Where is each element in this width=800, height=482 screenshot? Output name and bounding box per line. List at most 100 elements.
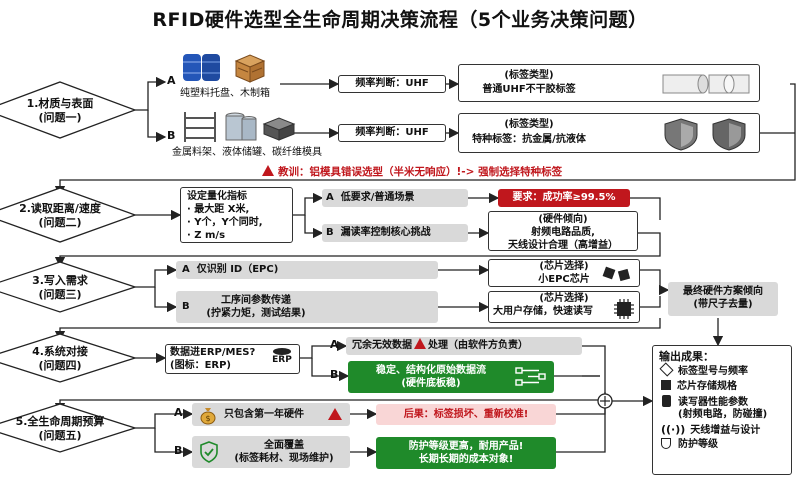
q5-b-result-1: 防护等级更高，耐用产品! <box>408 441 524 452</box>
q5-a-label: 只包含第一年硬件 <box>224 409 304 420</box>
q4-b-label-2: (硬件底板稳) <box>401 378 461 389</box>
q1-b-caption: 金属料架、液体储罐、碳纤维模具 <box>172 147 322 158</box>
carbon-mold-icon <box>262 117 296 141</box>
q2-a-label: 低要求/普通场景 <box>340 192 415 203</box>
q1-a-freq-box: 频率判断：UHF <box>338 75 446 93</box>
q3-a-chip-head: (芯片选择) <box>539 261 589 272</box>
output-title: 输出成果： <box>659 350 714 363</box>
q5-b-result-2: 长期长期的成本对象! <box>418 454 514 465</box>
q1-b-tag-head: (标签类型) <box>504 119 554 130</box>
output-item-label: 读写器性能参数 <box>678 397 748 408</box>
output-item-label: 标签型号与频率 <box>678 366 748 377</box>
warning-icon <box>328 408 342 420</box>
q4-a-box: 冗余无效数据处理（由软件方负责） <box>346 337 582 355</box>
reader-icon <box>662 395 671 407</box>
q2-diamond-title: 2.读取距离/速度 <box>19 202 101 215</box>
q5-a-box: $ 只包含第一年硬件 <box>192 403 350 426</box>
q3-b-label-1: 工序间参数传递 <box>221 295 291 306</box>
q2-a-letter: A <box>326 192 334 203</box>
svg-text:$: $ <box>205 414 210 423</box>
q2-spec-box: 设定量化指标 · 最大距 X米, · Y个，Y个同时, · Z m/s <box>180 187 293 243</box>
q4-b-label-1: 稳定、结构化原始数据流 <box>376 365 486 376</box>
output-item: 芯片存储规格 <box>659 380 785 395</box>
q1-a-tag-value: 普通UHF不干胶标签 <box>482 84 576 95</box>
q1-b-freq-box: 频率判断：UHF <box>338 124 446 142</box>
q3-diamond: 3.写入需求 (问题三) <box>10 274 110 302</box>
q3-final-box: 最终硬件方案倾向 (带尺子去量) <box>668 282 778 316</box>
chip-icon <box>661 380 671 390</box>
q1-diamond: 1.材质与表面 (问题一) <box>10 97 110 125</box>
output-item-label: 防护等级 <box>678 439 718 450</box>
q1-a-caption: 纯塑料托盘、木制箱 <box>180 88 270 99</box>
q4-diamond-sub: (问题四) <box>38 359 82 372</box>
q5-b-result: 防护等级更高，耐用产品! 长期长期的成本对象! <box>376 437 556 469</box>
q3-a-letter: A <box>182 264 190 275</box>
q5-b-label-1: 全面覆盖 <box>264 440 304 451</box>
shield-icon <box>661 438 671 449</box>
q2-diamond: 2.读取距离/速度 (问题二) <box>5 202 115 230</box>
q4-erp-hint: (图标：ERP) <box>170 360 232 371</box>
small-chip-icon <box>602 266 631 282</box>
q1-b-letter: B <box>167 129 176 142</box>
output-box: 输出成果： 标签型号与频率 芯片存储规格 读写器性能参数 (射频电路，防碰撞) … <box>652 345 792 475</box>
q3-a-box: A 仅识别 ID（EPC) <box>176 261 438 279</box>
q4-diamond-title: 4.系统对接 <box>32 345 88 358</box>
q3-a-chip-box: (芯片选择) 小EPC芯片 <box>488 259 640 287</box>
q1-a-letter: A <box>167 74 176 87</box>
q4-a-label-post: 处理（由软件方负责） <box>428 340 528 351</box>
q3-final-title: 最终硬件方案倾向 <box>683 286 763 297</box>
output-item: ((·))天线增益与设计 <box>659 423 785 438</box>
q2-a-box: A 低要求/普通场景 <box>322 189 468 207</box>
q1-lesson-text: 教训：铝模具错误选型（半米无响应）!-> 强制选择特种标签 <box>278 166 563 178</box>
data-flow-icon <box>515 367 546 386</box>
shield-check-icon <box>200 441 218 463</box>
output-item: 防护等级 <box>659 438 785 453</box>
q3-diamond-sub: (问题三) <box>38 288 82 301</box>
q5-diamond-sub: (问题五) <box>38 429 82 442</box>
q4-b-box: 稳定、结构化原始数据流 (硬件底板稳) <box>348 361 554 393</box>
money-bag-icon: $ <box>200 408 216 425</box>
q1-a-tag-box: (标签类型) 普通UHF不干胶标签 <box>458 64 760 102</box>
q5-diamond: 5.全生命周期预算 (问题五) <box>2 415 118 443</box>
warning-icon <box>262 165 274 176</box>
q2-b-label: 漏读率控制核心挑战 <box>340 227 431 238</box>
q1-b-tag-value: 特种标签：抗金属/抗液体 <box>472 134 586 145</box>
q3-b-label-2: (拧紧力矩，测试结果) <box>206 308 306 319</box>
label-roll-icon <box>662 74 750 94</box>
output-item-sub: (射频电路，防碰撞) <box>678 409 768 420</box>
q1-a-tag-head: (标签类型) <box>504 70 554 81</box>
q3-a-label: 仅识别 ID（EPC) <box>196 264 279 275</box>
q5-b-box: 全面覆盖 (标签耗材、现场维护) <box>192 436 350 468</box>
q1-lesson: 教训：铝模具错误选型（半米无响应）!-> 强制选择特种标签 <box>262 160 562 179</box>
q3-final-sub: (带尺子去量) <box>693 299 753 310</box>
warning-icon <box>414 338 426 349</box>
q5-a-result: 后果：标签损坏、重新校准! <box>376 404 556 425</box>
q3-a-chip-value: 小EPC芯片 <box>538 274 590 285</box>
large-chip-icon <box>614 299 634 319</box>
q4-erp-question: 数据进ERP/MES? <box>170 347 256 358</box>
page-title: RFID硬件选型全生命周期决策流程（5个业务决策问题） <box>152 9 648 31</box>
shield-tag-icon <box>664 118 746 151</box>
tag-icon <box>659 362 674 377</box>
erp-icon: ERP <box>270 348 294 365</box>
wooden-crate-icon <box>234 54 266 83</box>
q4-erp-box: 数据进ERP/MES? (图标：ERP) ERP <box>165 344 300 374</box>
q3-diamond-title: 3.写入需求 <box>32 274 88 287</box>
q2-spec-line-1: · 最大距 X米, <box>187 204 250 215</box>
q2-spec-title: 设定量化指标 <box>187 191 247 202</box>
q2-b-hw-head: (硬件倾向) <box>538 214 588 225</box>
q1-b-tag-box: (标签类型) 特种标签：抗金属/抗液体 <box>458 113 760 153</box>
output-item-label: 芯片存储规格 <box>677 381 737 392</box>
q3-b-letter: B <box>182 301 190 312</box>
q5-diamond-title: 5.全生命周期预算 <box>15 415 105 428</box>
q1-diamond-title: 1.材质与表面 <box>26 97 94 110</box>
q2-a-requirement: 要求：成功率≥99.5% <box>498 189 630 207</box>
q2-b-letter: B <box>326 227 334 238</box>
q2-diamond-sub: (问题二) <box>38 216 82 229</box>
erp-icon-label: ERP <box>272 355 292 365</box>
liquid-tank-icon <box>225 112 257 141</box>
metal-rack-icon <box>184 112 216 142</box>
q5-b-letter: B <box>174 444 183 457</box>
output-item: 标签型号与频率 <box>659 362 785 380</box>
